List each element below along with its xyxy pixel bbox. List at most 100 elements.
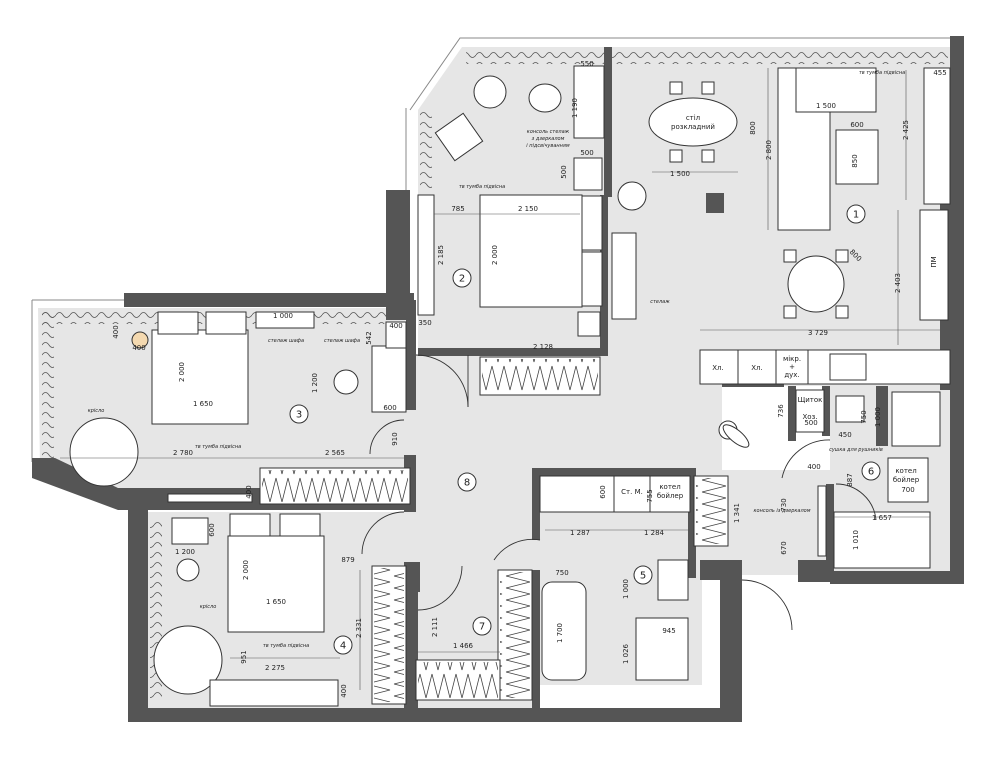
dimension-value: 542 (365, 331, 373, 344)
boiler-a-label-1: котел (659, 483, 680, 491)
dimension-value: 910 (391, 432, 399, 445)
dimension-value: 2 800 (765, 140, 773, 160)
dimension-value: 2 111 (431, 617, 439, 637)
dimension-value: 2 565 (325, 449, 345, 457)
dimension-value: 1 026 (622, 643, 630, 664)
dimension-value: 1 000 (273, 312, 293, 320)
dimension-value: 850 (851, 154, 859, 167)
dimension-value: 500 (560, 165, 568, 178)
dimension-value: 2 780 (173, 449, 193, 457)
room-number: 3 (296, 410, 302, 421)
dimension-value: 2 000 (491, 245, 499, 265)
micro-label-2: + (789, 363, 795, 371)
dimension-value: 500 (804, 419, 817, 427)
dimension-value: 2 000 (178, 362, 186, 382)
console-note-3: і підсвічуванням (526, 143, 570, 149)
dimension-value: 755 (646, 489, 654, 502)
room-marker (457, 472, 477, 492)
dimension-value: 600 (208, 523, 216, 536)
dimension-value: 1 466 (453, 642, 474, 650)
dimension-value: 1 000 (874, 407, 882, 427)
room-marker (633, 565, 653, 585)
dimension-value: 879 (341, 556, 354, 564)
annotation-notes: консоль стелаж з дзеркалом і підсвічуван… (88, 70, 905, 649)
room-number: 2 (459, 274, 465, 285)
dimension-value: 887 (846, 473, 854, 486)
dimension-value: 736 (777, 404, 785, 418)
table-label-2: розкладний (671, 123, 715, 131)
room-marker (472, 616, 492, 636)
mirror-console-note: консоль із дзеркалом (753, 508, 810, 514)
dimension-value: 1 341 (733, 503, 741, 523)
room-number: 8 (464, 478, 470, 489)
dimension-value: 1 000 (622, 579, 630, 599)
furniture (69, 65, 951, 707)
dimension-value: 2 275 (265, 664, 285, 672)
dimension-value: 2 425 (902, 120, 910, 140)
shelf-note: стелаж (650, 299, 670, 305)
dimension-value: 400 (807, 463, 820, 471)
table-label-1: стіл (686, 114, 700, 122)
dimension-value: 500 (580, 149, 593, 157)
dimension-value: 1 700 (556, 623, 564, 643)
dimension-value: 3 729 (808, 329, 828, 337)
room-number: 1 (853, 210, 859, 221)
shelf-cabinet-note: стелаж шафа (268, 338, 304, 344)
dimension-value: 670 (780, 541, 788, 554)
boiler-a-label-2: бойлер (657, 492, 684, 500)
micro-label-3: дух. (784, 371, 799, 379)
room-marker (289, 404, 309, 424)
dimension-value: 750 (555, 569, 568, 577)
dimension-value: 450 (838, 431, 851, 439)
dimension-value: 1 287 (570, 529, 590, 537)
dimension-value: 600 (599, 485, 607, 498)
dimension-value: 1 200 (175, 548, 195, 556)
tv-note-bedroom3: тв тумба підвісна (195, 444, 241, 450)
dimension-value: 2 128 (533, 343, 553, 351)
dimension-value: 2 185 (437, 245, 445, 265)
micro-label-1: мікр. (783, 355, 801, 363)
dimension-value: 1 650 (193, 400, 213, 408)
furniture-labels: стіл розкладний Хл. Хл. мікр. + дух. ПМ … (621, 114, 938, 500)
fridge-label-2: Хл. (751, 364, 763, 372)
console-note-2: з дзеркалом (532, 136, 565, 142)
dimension-value: 1 657 (872, 514, 892, 522)
console-note-1: консоль стелаж (527, 129, 570, 135)
tv-note-bedroom4: тв тумба підвісна (263, 643, 309, 649)
fridge-label-1: Хл. (712, 364, 724, 372)
tv-note-bedroom2: тв тумба підвісна (459, 184, 505, 190)
dimension-value: 400 (389, 322, 402, 330)
dimension-value: 800 (749, 121, 757, 134)
room-number: 4 (340, 641, 346, 652)
door-swings (361, 354, 877, 631)
washer-label: Ст. М. (621, 488, 643, 496)
dimension-value: 600 (383, 404, 396, 412)
room-marker (861, 461, 881, 481)
person-icon (718, 420, 750, 448)
dimension-value: 400 (340, 684, 348, 697)
towel-dryer-note: сушка для рушників (829, 447, 883, 453)
dimension-value: 951 (240, 650, 248, 663)
boiler-b-label-1: котел (895, 467, 916, 475)
room-marker (452, 268, 472, 288)
dimension-value: 1 500 (816, 102, 836, 110)
room-marker (846, 204, 866, 224)
room-number: 6 (868, 467, 874, 478)
dimension-value: 945 (662, 627, 675, 635)
dimension-value: 1 284 (644, 529, 665, 537)
dimension-value: 2 331 (355, 618, 363, 638)
shelf-cabinet-note-2: стелаж шафа (324, 338, 360, 344)
armchair-note-2: крісло (200, 604, 217, 610)
dimension-value: 400 (245, 485, 253, 498)
dimension-value: 1 650 (266, 598, 286, 606)
room-marker (333, 635, 353, 655)
armchair-note-1: крісло (88, 408, 105, 414)
dimension-value: 730 (780, 498, 788, 511)
wardrobes (259, 356, 729, 705)
dimension-value: 550 (580, 60, 593, 68)
dimension-value: 1 500 (670, 170, 690, 178)
panel-label: Щиток (798, 396, 823, 404)
dimension-value: 600 (850, 121, 863, 129)
dimension-value: 785 (451, 205, 464, 213)
